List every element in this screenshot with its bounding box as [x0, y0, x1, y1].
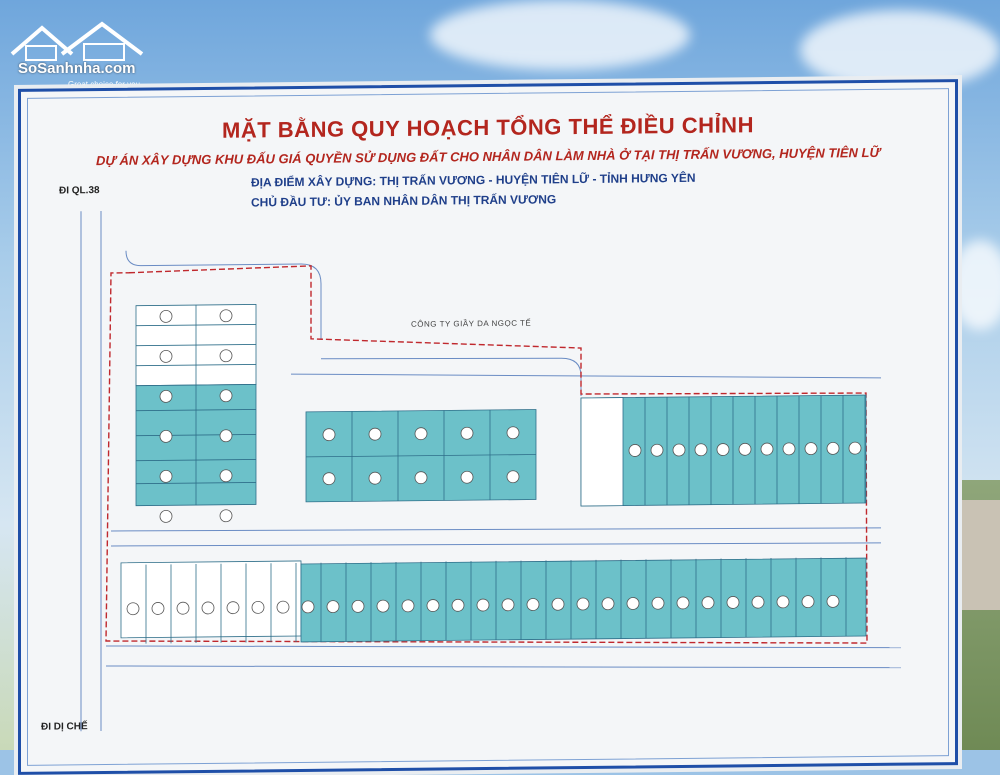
lot-marker	[676, 596, 690, 610]
lot-marker	[368, 427, 382, 441]
lot-marker	[501, 598, 515, 612]
lot-marker	[460, 470, 474, 484]
block-left	[135, 304, 257, 507]
lot-marker	[751, 595, 765, 609]
lot-marker	[460, 426, 474, 440]
lot-marker	[848, 441, 862, 455]
lot-marker	[826, 441, 840, 455]
lot-marker	[414, 471, 428, 485]
lot-marker	[322, 472, 336, 486]
lot-marker	[414, 427, 428, 441]
lot-marker	[201, 601, 215, 615]
lot-marker	[219, 349, 233, 363]
block-bottom-dividers	[145, 557, 847, 644]
lot-marker	[701, 596, 715, 610]
lot-marker	[650, 443, 664, 457]
lot-marker	[159, 509, 173, 523]
lot-marker	[601, 597, 615, 611]
lot-marker	[782, 442, 796, 456]
lot-marker	[151, 602, 165, 615]
cloud	[950, 240, 1000, 330]
lot-marker	[368, 471, 382, 485]
lot-marker	[159, 309, 173, 323]
lot-marker	[251, 601, 265, 614]
lot-marker	[176, 601, 190, 615]
lot-marker	[506, 470, 520, 484]
lot-marker	[219, 469, 233, 483]
lot-marker	[694, 443, 708, 457]
lot-marker	[506, 426, 520, 440]
lot-marker	[551, 597, 565, 611]
lot-marker	[776, 595, 790, 609]
watermark-tagline: Great choice for you	[68, 80, 141, 89]
lot-marker	[826, 594, 840, 608]
lot-marker	[628, 444, 642, 457]
lot-marker	[159, 389, 173, 403]
lot-marker	[672, 443, 686, 457]
lot-marker	[301, 600, 315, 614]
cloud	[430, 0, 690, 70]
lot-marker	[738, 442, 752, 456]
lot-marker	[226, 601, 240, 615]
lot-marker	[760, 442, 774, 456]
lot-marker	[804, 442, 818, 456]
lot-marker	[126, 602, 140, 616]
lot-marker	[219, 389, 233, 403]
lot-marker	[426, 599, 440, 612]
lot-marker	[219, 509, 233, 523]
lot-marker	[626, 597, 640, 610]
lot-marker	[401, 599, 415, 613]
lot-marker	[219, 429, 233, 443]
lot-marker	[326, 600, 340, 614]
watermark-brand: SoSanhnha.com	[18, 60, 136, 77]
lot-marker	[376, 599, 390, 613]
lot-marker	[526, 598, 540, 611]
road-lines	[80, 211, 902, 732]
lot-marker	[219, 309, 233, 323]
lot-marker	[451, 598, 465, 612]
cloud	[800, 10, 1000, 90]
lot-marker	[276, 600, 290, 614]
lot-marker	[716, 443, 730, 456]
block-middle	[305, 409, 537, 503]
lot-marker	[726, 596, 740, 609]
lot-marker	[476, 598, 490, 612]
site-plan	[80, 211, 902, 732]
boundary-line	[105, 265, 868, 644]
lot-marker	[351, 599, 365, 613]
lot-marker	[322, 428, 336, 442]
lot-marker	[651, 596, 665, 610]
lot-marker	[576, 597, 590, 611]
lot-marker	[159, 429, 173, 443]
watermark-logo: SoSanhnha.com Great choice for you	[6, 16, 156, 96]
house-logo-icon	[10, 21, 144, 61]
lot-marker	[801, 595, 815, 609]
lot-marker	[159, 469, 173, 483]
block-right-dividers	[644, 395, 866, 506]
lot-number-circles	[126, 309, 862, 616]
lot-marker	[159, 349, 173, 363]
planning-board: MẶT BẰNG QUY HOẠCH TỔNG THỂ ĐIỀU CHỈNH D…	[18, 79, 958, 775]
